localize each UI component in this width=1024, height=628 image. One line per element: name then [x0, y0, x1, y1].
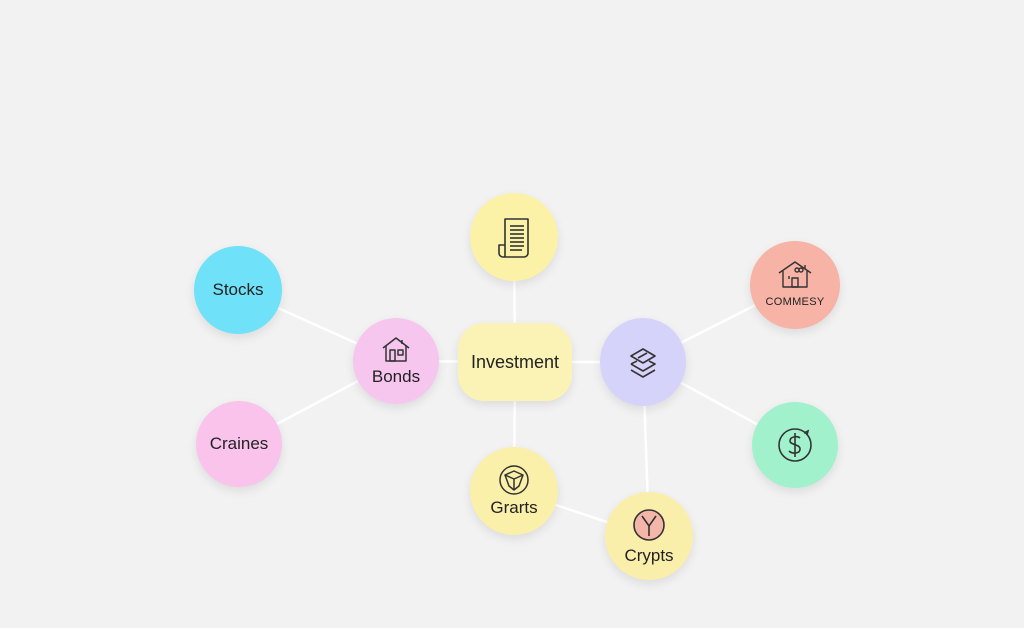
- node-dollar[interactable]: [752, 402, 838, 488]
- y-coin-icon: [633, 508, 665, 541]
- node-grarts[interactable]: Grarts: [470, 447, 558, 535]
- box-icon: [499, 465, 529, 495]
- document-icon: [498, 218, 529, 258]
- node-investment[interactable]: Investment: [458, 323, 572, 401]
- node-bonds[interactable]: Bonds: [353, 318, 439, 404]
- house-icon: [382, 337, 410, 362]
- node-document[interactable]: [470, 193, 558, 281]
- house-icon: [778, 260, 812, 288]
- node-craines[interactable]: Craines: [196, 401, 282, 487]
- node-label-craines: Craines: [209, 434, 269, 453]
- node-label-investment: Investment: [470, 352, 560, 372]
- node-commesy[interactable]: COMMESY: [750, 241, 840, 329]
- dollar-icon: [778, 428, 812, 462]
- node-label-commesy: COMMESY: [765, 295, 825, 308]
- layers-icon: [630, 348, 656, 378]
- node-crypts[interactable]: Crypts: [605, 492, 693, 580]
- node-stocks[interactable]: Stocks: [194, 246, 282, 334]
- node-label-bonds: Bonds: [371, 367, 421, 386]
- node-label-stocks: Stocks: [212, 280, 264, 299]
- node-layers[interactable]: [600, 318, 686, 406]
- node-label-crypts: Crypts: [624, 545, 674, 565]
- node-label-grarts: Grarts: [490, 498, 538, 517]
